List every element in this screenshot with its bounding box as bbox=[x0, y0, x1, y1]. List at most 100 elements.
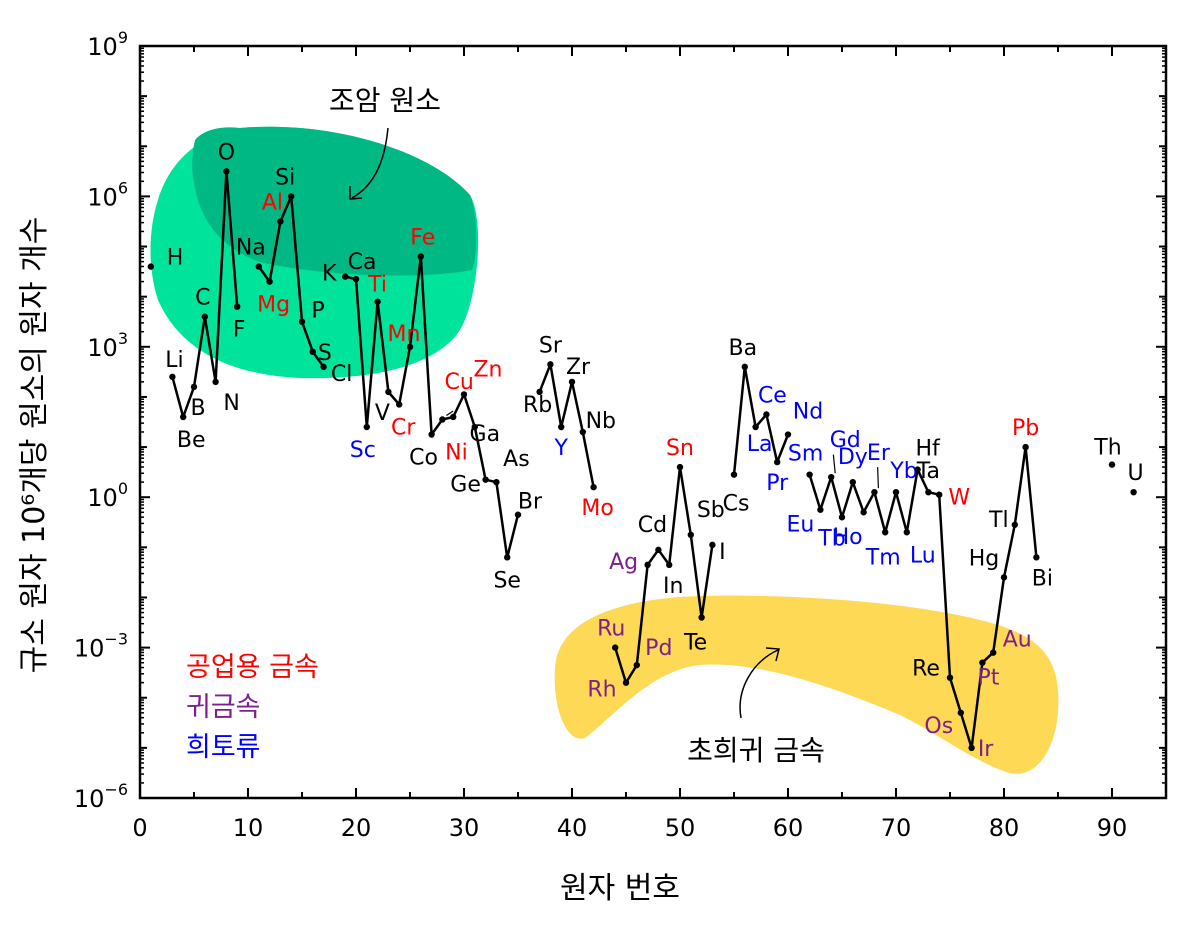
element-label-nb: Nb bbox=[586, 409, 616, 434]
y-tick-label: 106 bbox=[87, 178, 128, 211]
element-label-k: K bbox=[322, 262, 337, 287]
element-label-pt: Pt bbox=[977, 666, 999, 691]
element-label-mo: Mo bbox=[581, 496, 613, 521]
x-tick-label: 10 bbox=[233, 814, 264, 842]
element-label-br: Br bbox=[518, 490, 543, 515]
ultra-rare-label: 초희귀 금속 bbox=[687, 734, 825, 767]
x-tick-label: 70 bbox=[881, 814, 912, 842]
element-label-mg: Mg bbox=[257, 293, 290, 318]
data-point-sb bbox=[687, 531, 694, 538]
data-point-ag bbox=[644, 561, 651, 569]
data-point-in bbox=[666, 561, 673, 569]
element-label-pb: Pb bbox=[1012, 416, 1039, 441]
data-point-yb bbox=[892, 488, 900, 496]
element-label-as: As bbox=[503, 447, 530, 472]
rock-forming-region-dark bbox=[192, 126, 477, 276]
x-tick-label: 0 bbox=[132, 814, 147, 842]
rock-forming-arrow bbox=[351, 127, 389, 199]
element-label-v: V bbox=[375, 401, 390, 426]
data-point-s bbox=[309, 348, 316, 356]
element-label-ho: Ho bbox=[833, 525, 863, 550]
data-point-fe bbox=[417, 253, 424, 260]
data-point-pb bbox=[1022, 443, 1029, 451]
element-label-si: Si bbox=[275, 165, 295, 190]
data-point-ga bbox=[471, 423, 478, 431]
data-point-co bbox=[428, 431, 435, 438]
data-point-al bbox=[277, 218, 284, 225]
element-label-te: Te bbox=[683, 631, 707, 656]
legend-item-3: 희토류 bbox=[186, 732, 261, 763]
data-point-zn bbox=[460, 391, 468, 398]
data-point-p bbox=[298, 318, 306, 325]
y-tick-exponent: 0 bbox=[118, 479, 128, 498]
y-tick-label: 10−6 bbox=[74, 780, 128, 813]
data-point-br bbox=[514, 511, 522, 518]
data-point-li bbox=[169, 373, 176, 381]
element-label-u: U bbox=[1128, 461, 1144, 486]
data-point-sc bbox=[363, 423, 370, 431]
data-point-te bbox=[698, 614, 705, 621]
abundance-line-segment bbox=[732, 365, 790, 475]
element-label-eu: Eu bbox=[786, 513, 814, 538]
data-point-mo bbox=[590, 483, 597, 491]
element-label-dy: Dy bbox=[838, 445, 868, 470]
element-label-fe: Fe bbox=[410, 226, 435, 251]
data-point-pt bbox=[979, 659, 986, 666]
abundance-line-segment bbox=[808, 445, 1038, 750]
element-label-cs: Cs bbox=[723, 492, 750, 517]
element-label-sr: Sr bbox=[539, 333, 563, 358]
y-tick-exponent: −3 bbox=[104, 630, 128, 649]
data-point-i bbox=[709, 541, 716, 549]
region-label-layer: 조암 원소 초희귀 금속 bbox=[329, 84, 825, 767]
element-label-cr: Cr bbox=[391, 415, 416, 440]
element-label-tm: Tm bbox=[865, 545, 901, 570]
data-point-o bbox=[223, 168, 230, 175]
data-point-ti bbox=[374, 298, 381, 305]
element-label-pd: Pd bbox=[645, 636, 672, 661]
y-tick-label: 100 bbox=[87, 479, 128, 512]
y-axis-title: 규소 원자 10⁶개당 원소의 원자 개수 bbox=[17, 217, 52, 674]
abundance-line-segment bbox=[614, 465, 714, 684]
element-label-ni: Ni bbox=[445, 440, 468, 465]
element-label-n: N bbox=[223, 391, 239, 416]
element-label-ta: Ta bbox=[916, 459, 940, 484]
y-tick-base: 10 bbox=[87, 183, 118, 211]
data-point-u bbox=[1130, 488, 1137, 496]
data-point-ge bbox=[482, 476, 489, 483]
element-label-ge: Ge bbox=[450, 473, 481, 498]
y-tick-base: 10 bbox=[74, 785, 105, 813]
data-point-b bbox=[190, 383, 198, 391]
data-point-h bbox=[147, 263, 154, 270]
data-point-os bbox=[957, 709, 964, 716]
element-label-pr: Pr bbox=[766, 471, 789, 496]
element-label-i: I bbox=[719, 540, 726, 565]
element-label-s: S bbox=[318, 341, 332, 366]
y-tick-exponent: 9 bbox=[118, 28, 128, 47]
data-point-tl bbox=[1011, 521, 1018, 528]
y-tick-label: 109 bbox=[87, 28, 128, 61]
element-label-ca: Ca bbox=[348, 250, 377, 275]
data-point-tm bbox=[882, 529, 889, 536]
element-label-w: W bbox=[948, 486, 970, 511]
data-point-dy bbox=[849, 478, 856, 486]
element-label-sb: Sb bbox=[697, 498, 725, 523]
data-point-ba bbox=[741, 363, 748, 371]
element-label-c: C bbox=[195, 286, 210, 311]
axis-titles: 원자 번호 규소 원자 10⁶개당 원소의 원자 개수 bbox=[17, 217, 680, 906]
data-point-rh bbox=[622, 679, 630, 686]
y-tick-exponent: −6 bbox=[104, 780, 128, 799]
element-label-lu: Lu bbox=[910, 543, 936, 568]
data-point-ce bbox=[763, 411, 770, 418]
element-label-p: P bbox=[311, 299, 324, 324]
element-label-ir: Ir bbox=[978, 737, 994, 762]
element-label-be: Be bbox=[177, 428, 206, 453]
data-point-mn bbox=[406, 343, 414, 350]
element-label-bi: Bi bbox=[1032, 566, 1053, 591]
data-point-eu bbox=[817, 506, 824, 513]
element-label-cl: Cl bbox=[331, 362, 352, 387]
data-point-nd bbox=[784, 431, 792, 438]
data-point-k bbox=[342, 273, 349, 280]
region-layer bbox=[150, 126, 1059, 774]
